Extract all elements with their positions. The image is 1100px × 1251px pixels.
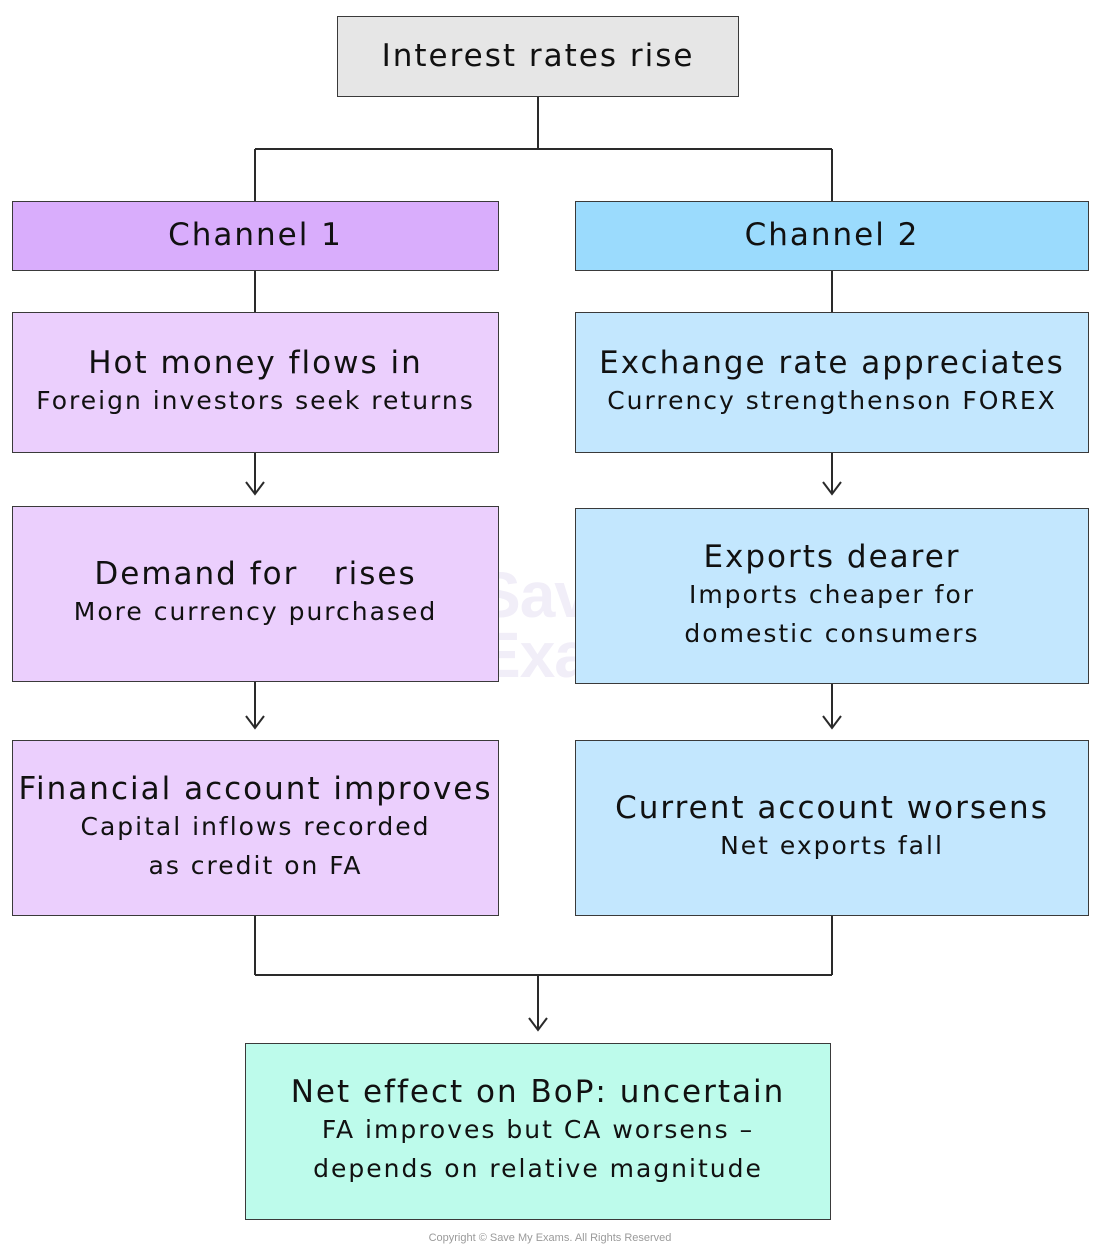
connector-top-split <box>254 97 833 201</box>
channel1-header: Channel 1 <box>12 201 499 271</box>
channel2-step1-title: Exchange rate appreciates <box>599 344 1065 381</box>
channel2-header-label: Channel 2 <box>744 217 920 254</box>
result-box: Net effect on BoP: uncertain FA improves… <box>245 1043 831 1220</box>
channel2-step2-box: Exports dearer Imports cheaper for domes… <box>575 508 1089 684</box>
copyright-text: Copyright © Save My Exams. All Rights Re… <box>428 1232 672 1244</box>
channel2-step3-title: Current account worsens <box>615 790 1049 827</box>
channel1-step2-title: Demand for rises <box>94 556 417 593</box>
result-sub-line2: depends on relative magnitude <box>313 1154 763 1184</box>
connector-merge <box>254 916 833 976</box>
top-box-title: Interest rates rise <box>381 37 695 74</box>
channel1-step2-box: Demand for rises More currency purchased <box>12 506 499 682</box>
channel2-step1-sub: Currency strengthenson FOREX <box>607 385 1057 415</box>
channel2-step2-sub-line1: Imports cheaper for <box>688 579 976 609</box>
channel1-step3-sub-line1: Capital inflows recorded <box>80 811 431 841</box>
arrow-ch2-step2-step3 <box>822 684 842 730</box>
arrow-ch1-step2-step3 <box>245 682 265 730</box>
channel2-step3-box: Current account worsens Net exports fall <box>575 740 1089 916</box>
channel1-step2-sub: More currency purchased <box>73 597 438 627</box>
channel2-step2-title: Exports dearer <box>703 538 961 575</box>
channel2-step1-box: Exchange rate appreciates Currency stren… <box>575 312 1089 453</box>
channel1-step3-title: Financial account improves <box>18 770 493 807</box>
channel1-header-label: Channel 1 <box>168 217 343 254</box>
channel1-step1-sub: Foreign investors seek returns <box>36 385 475 415</box>
channel1-step3-sub-line2: as credit on FA <box>148 850 363 880</box>
arrow-merge-result <box>528 975 548 1032</box>
result-sub-line1: FA improves but CA worsens – <box>321 1115 755 1145</box>
channel2-step2-sub-line2: domestic consumers <box>684 618 980 648</box>
channel1-step1-box: Hot money flows in Foreign investors see… <box>12 312 499 453</box>
channel1-step1-title: Hot money flows in <box>88 344 423 381</box>
arrow-ch1-step1-step2 <box>245 453 265 496</box>
channel1-step3-box: Financial account improves Capital inflo… <box>12 740 499 916</box>
channel2-header: Channel 2 <box>575 201 1089 271</box>
top-box: Interest rates rise <box>337 16 739 97</box>
result-title: Net effect on BoP: uncertain <box>290 1074 786 1111</box>
channel2-step3-sub: Net exports fall <box>720 831 944 861</box>
arrow-ch2-step1-step2 <box>822 453 842 496</box>
